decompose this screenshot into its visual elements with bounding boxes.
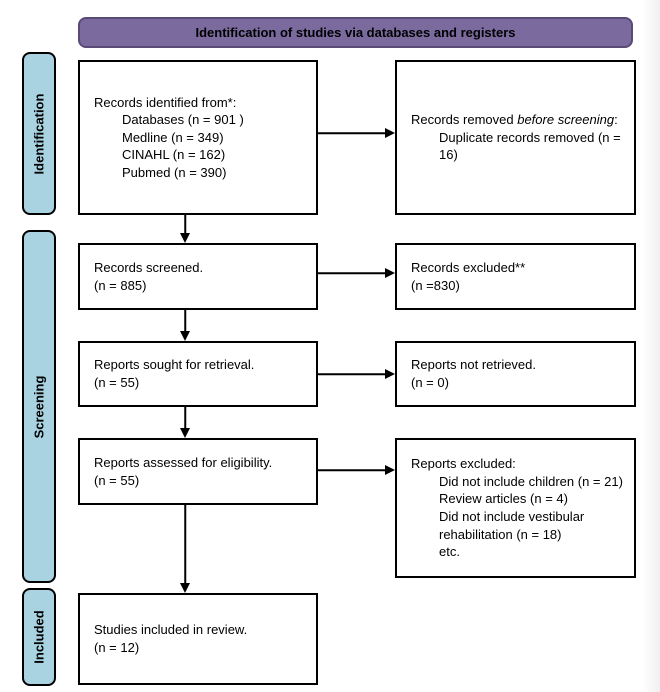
box-reports-sought: Reports sought for retrieval. (n = 55) (78, 341, 318, 407)
box-records-identified: Records identified from*: Databases (n =… (78, 60, 318, 215)
flow-header-banner: Identification of studies via databases … (78, 17, 633, 48)
arrow-head-icon (385, 268, 395, 278)
box-reports-excluded: Reports excluded: Did not include childr… (395, 438, 636, 578)
records-screened-line1: Records screened. (94, 259, 204, 275)
page-edge-shadow (642, 0, 660, 692)
arrow-sought-to-not-retrieved (318, 368, 395, 380)
records-removed-title: Records removed before screening: (411, 111, 626, 129)
box-records-screened: Records screened. (n = 885) (78, 243, 318, 310)
arrow-head-icon (385, 369, 395, 379)
flow-header-title: Identification of studies via databases … (195, 25, 516, 40)
reports-excluded-item: Review articles (n = 4) (439, 491, 568, 507)
reports-sought-line2: (n = 55) (94, 375, 140, 390)
reports-not-retrieved-line2: (n = 0) (411, 375, 449, 390)
arrow-head-icon (385, 465, 395, 475)
arrow-head-icon (180, 428, 190, 438)
arrow-line (318, 272, 386, 274)
reports-excluded-title: Reports excluded: (411, 456, 516, 472)
arrow-line (318, 132, 386, 134)
arrow-sought-to-assessed (179, 407, 191, 438)
arrow-line (184, 310, 186, 332)
records-identified-item: Databases (n = 901 ) (122, 112, 244, 128)
records-removed-item: Duplicate records removed (n = 16) (439, 129, 621, 163)
arrow-head-icon (180, 583, 190, 593)
records-screened-line2: (n = 885) (94, 277, 147, 293)
records-excluded-line1: Records excluded** (411, 259, 526, 275)
records-identified-title: Records identified from*: (94, 94, 237, 110)
box-records-removed: Records removed before screening: Duplic… (395, 60, 636, 215)
reports-not-retrieved-line1: Reports not retrieved. (411, 357, 537, 373)
arrow-line (184, 215, 186, 234)
box-reports-assessed: Reports assessed for eligibility. (n = 5… (78, 438, 318, 505)
box-reports-not-retrieved: Reports not retrieved. (n = 0) (395, 341, 636, 407)
arrow-line (184, 407, 186, 429)
arrow-screened-to-sought (179, 310, 191, 341)
reports-sought-line1: Reports sought for retrieval. (94, 357, 255, 373)
stage-included: Included (22, 588, 56, 686)
arrow-line (184, 505, 186, 584)
stage-screening: Screening (22, 230, 56, 583)
arrow-assessed-to-included (179, 505, 191, 593)
arrow-line (318, 469, 386, 471)
arrow-head-icon (180, 233, 190, 243)
reports-assessed-line1: Reports assessed for eligibility. (94, 454, 273, 470)
stage-screening-label: Screening (31, 375, 47, 438)
reports-excluded-item: etc. (439, 544, 460, 560)
records-identified-item: Medline (n = 349) (122, 129, 224, 145)
studies-included-line1: Studies included in review. (94, 622, 248, 638)
records-removed-title-colon: : (614, 112, 618, 128)
records-removed-title-text: Records removed (411, 112, 518, 128)
arrow-screened-to-excluded (318, 267, 395, 279)
arrow-head-icon (385, 128, 395, 138)
box-studies-included: Studies included in review. (n = 12) (78, 593, 318, 685)
records-removed-title-italic: before screening (517, 112, 615, 128)
records-identified-item: Pubmed (n = 390) (122, 164, 227, 180)
arrow-head-icon (180, 331, 190, 341)
studies-included-line2: (n = 12) (94, 640, 140, 655)
arrow-assessed-to-reports-excluded (318, 464, 395, 476)
reports-excluded-item: Did not include vestibular rehabilitatio… (439, 509, 585, 542)
reports-excluded-item: Did not include children (n = 21) (439, 473, 623, 489)
stage-identification-label: Identification (31, 93, 47, 174)
arrow-identified-to-removed (318, 127, 395, 139)
records-excluded-line2: (n =830) (411, 277, 460, 293)
stage-included-label: Included (31, 610, 47, 664)
arrow-line (318, 373, 386, 375)
box-records-excluded: Records excluded** (n =830) (395, 243, 636, 310)
records-identified-item: CINAHL (n = 162) (122, 147, 226, 163)
arrow-identified-to-screened (179, 215, 191, 243)
reports-assessed-line2: (n = 55) (94, 472, 140, 488)
stage-identification: Identification (22, 52, 56, 215)
